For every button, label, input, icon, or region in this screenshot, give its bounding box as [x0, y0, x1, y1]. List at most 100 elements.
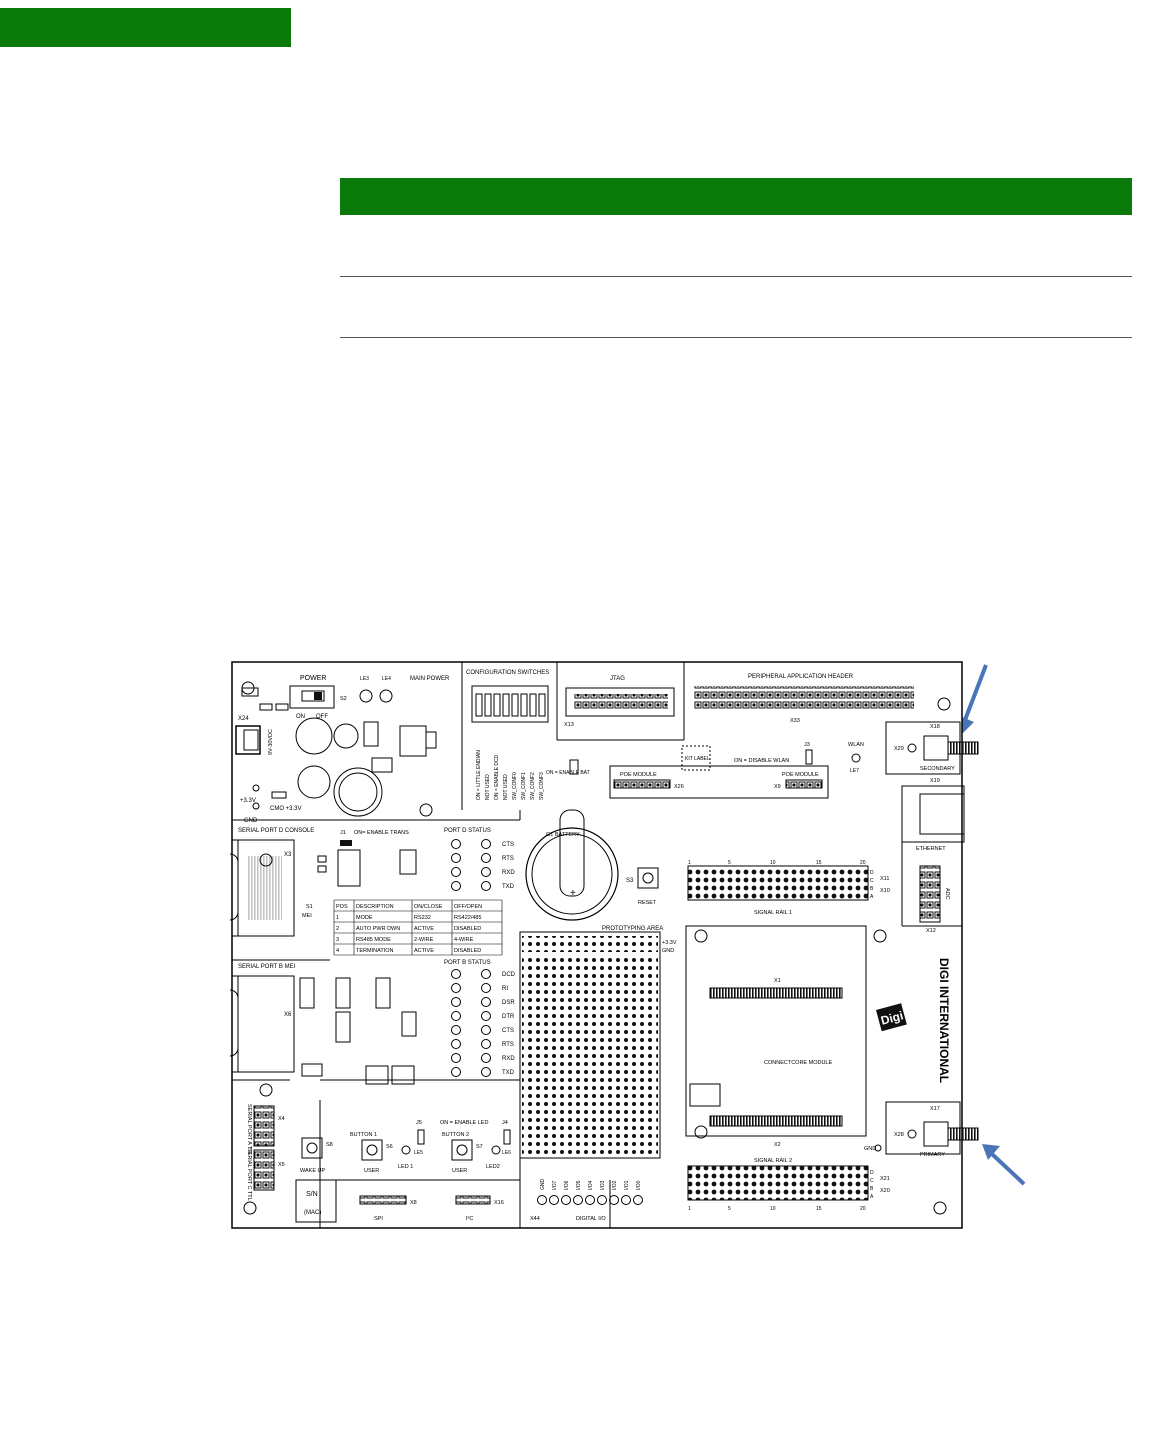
label-led-2: LED2: [486, 1164, 500, 1170]
rail1-a: A: [870, 894, 874, 900]
port-d-cts: CTS: [502, 842, 514, 848]
label-s7: S7: [476, 1144, 483, 1150]
label-s3: S3: [626, 878, 634, 884]
label-primary: PRIMARY: [920, 1152, 945, 1158]
arrow-primary-antenna: [982, 1144, 1026, 1186]
mei-table-cell: 4: [336, 948, 339, 954]
label-button-1: BUTTON 1: [350, 1132, 377, 1138]
port-b-rxd: RXD: [502, 1056, 515, 1062]
label-x10: X10: [880, 888, 890, 894]
mei-table-header: POS: [336, 904, 348, 910]
rail1-n20: 20: [860, 860, 866, 866]
svg-text:+: +: [570, 888, 576, 899]
digital-io-label: I/O7: [552, 1180, 558, 1190]
label-serial-port-cttl: SERIAL PORT C TTL: [246, 1148, 252, 1201]
mei-table-cell: 2-WIRE: [414, 937, 434, 943]
divider-line: [340, 337, 1132, 338]
rail1-n10: 10: [770, 860, 776, 866]
mei-table-cell: DISABLED: [454, 926, 481, 932]
label-le7: LE7: [850, 768, 859, 774]
label-x13: X13: [564, 722, 574, 728]
label-j5: J5: [416, 1120, 422, 1126]
label-led-1: LED 1: [398, 1164, 413, 1170]
port-b-ri: RI: [502, 986, 508, 992]
config-switch-label: SW_CONF1: [521, 772, 527, 800]
label-mei: MEI: [302, 913, 312, 919]
label-x4: X4: [278, 1116, 285, 1122]
label-prototyping-area: PROTOTYPING AREA: [602, 926, 663, 932]
label-x6: X6: [284, 1012, 292, 1018]
label-x24: X24: [238, 716, 249, 722]
mei-table-cell: 4-WIRE: [454, 937, 474, 943]
label-serial-port-b: SERIAL PORT B MEI: [238, 964, 296, 970]
label-s6: S6: [386, 1144, 393, 1150]
mei-table-cell: TERMINATION: [356, 948, 394, 954]
label-digital-io: DIGITAL I/O: [576, 1216, 606, 1222]
rail2-n20: 20: [860, 1206, 866, 1212]
label-x8: X8: [410, 1200, 417, 1206]
header-tab: [0, 8, 291, 47]
label-x1: X1: [774, 978, 781, 984]
config-switch-label: SW_CONF3: [539, 772, 545, 800]
label-main-power: MAIN POWER: [410, 676, 450, 682]
label-signal-rail-2: SIGNAL RAIL 2: [754, 1158, 792, 1164]
rail1-n5: 5: [728, 860, 731, 866]
dip-switch-bank: [475, 693, 546, 717]
digi-logo: Digi: [876, 1003, 907, 1032]
port-d-rxd: RXD: [502, 870, 515, 876]
config-switch-label: NOT USED: [503, 774, 509, 800]
label-mac: (MAC): [304, 1210, 321, 1216]
digital-io-terminals: [537, 1195, 643, 1205]
digi-logo-text: Digi: [879, 1008, 905, 1027]
mei-table-cell: RS485 MODE: [356, 937, 391, 943]
divider-line: [340, 276, 1132, 277]
label-x11: X11: [880, 876, 889, 882]
label-poe-module-2: POE MODULE: [782, 772, 819, 778]
label-cmo: CMO +3.3V: [270, 806, 302, 812]
label-reset: RESET: [638, 900, 657, 906]
label-connectcore: CONNECTCORE MODULE: [764, 1060, 832, 1066]
mei-table-cell: DISABLED: [454, 948, 481, 954]
label-x2: X2: [774, 1142, 781, 1148]
digital-io-label: I/O1: [624, 1180, 630, 1190]
label-x29: X29: [894, 746, 904, 752]
label-wlan: WLAN: [848, 742, 864, 748]
rail1-n15: 15: [816, 860, 822, 866]
rail2-d: D: [870, 1170, 874, 1176]
label-x18: X18: [930, 724, 940, 730]
label-x3: X3: [284, 852, 292, 858]
label-ethernet: ETHERNET: [916, 846, 946, 852]
config-switch-label: ON = LITTLE ENDIAN: [476, 750, 482, 800]
digital-io-label: I/O4: [588, 1180, 594, 1190]
mei-table-cell: 1: [336, 915, 339, 921]
label-disable-wlan: ON = DISABLE WLAN: [734, 758, 789, 764]
port-b-dsr: DSR: [502, 1000, 515, 1006]
rail1-d: D: [870, 870, 874, 876]
label-button-2: BUTTON 2: [442, 1132, 469, 1138]
board-svg: POWER MAIN POWER S2 ON OFF LE3 LE4 X24 9…: [203, 661, 979, 1229]
label-user-2: USER: [452, 1168, 467, 1174]
label-le6: LE6: [502, 1150, 511, 1156]
label-i2c: I²C: [466, 1216, 473, 1222]
label-wake-up: WAKE UP: [300, 1168, 325, 1174]
mei-table-cell: 3: [336, 937, 339, 943]
label-poe-module-1: POE MODULE: [620, 772, 657, 778]
development-board-diagram: POWER MAIN POWER S2 ON OFF LE3 LE4 X24 9…: [203, 660, 1030, 1230]
rail2-b: B: [870, 1186, 874, 1192]
label-adc: ADC: [944, 888, 950, 900]
config-switch-label: SW_CONF0: [512, 772, 518, 800]
rail1-n1: 1: [688, 860, 691, 866]
port-b-txd: TXD: [502, 1070, 515, 1076]
config-switch-label: SW_CONF2: [530, 772, 536, 800]
rail2-c: C: [870, 1178, 874, 1184]
mei-table-header: OFF/OPEN: [454, 904, 482, 910]
label-j3: J3: [804, 742, 810, 748]
mei-table-header: ON/CLOSE: [414, 904, 443, 910]
digital-io-label: I/O2: [612, 1180, 618, 1190]
port-d-rts: RTS: [502, 856, 514, 862]
label-s2: S2: [340, 696, 347, 702]
port-b-dcd: DCD: [502, 972, 516, 978]
